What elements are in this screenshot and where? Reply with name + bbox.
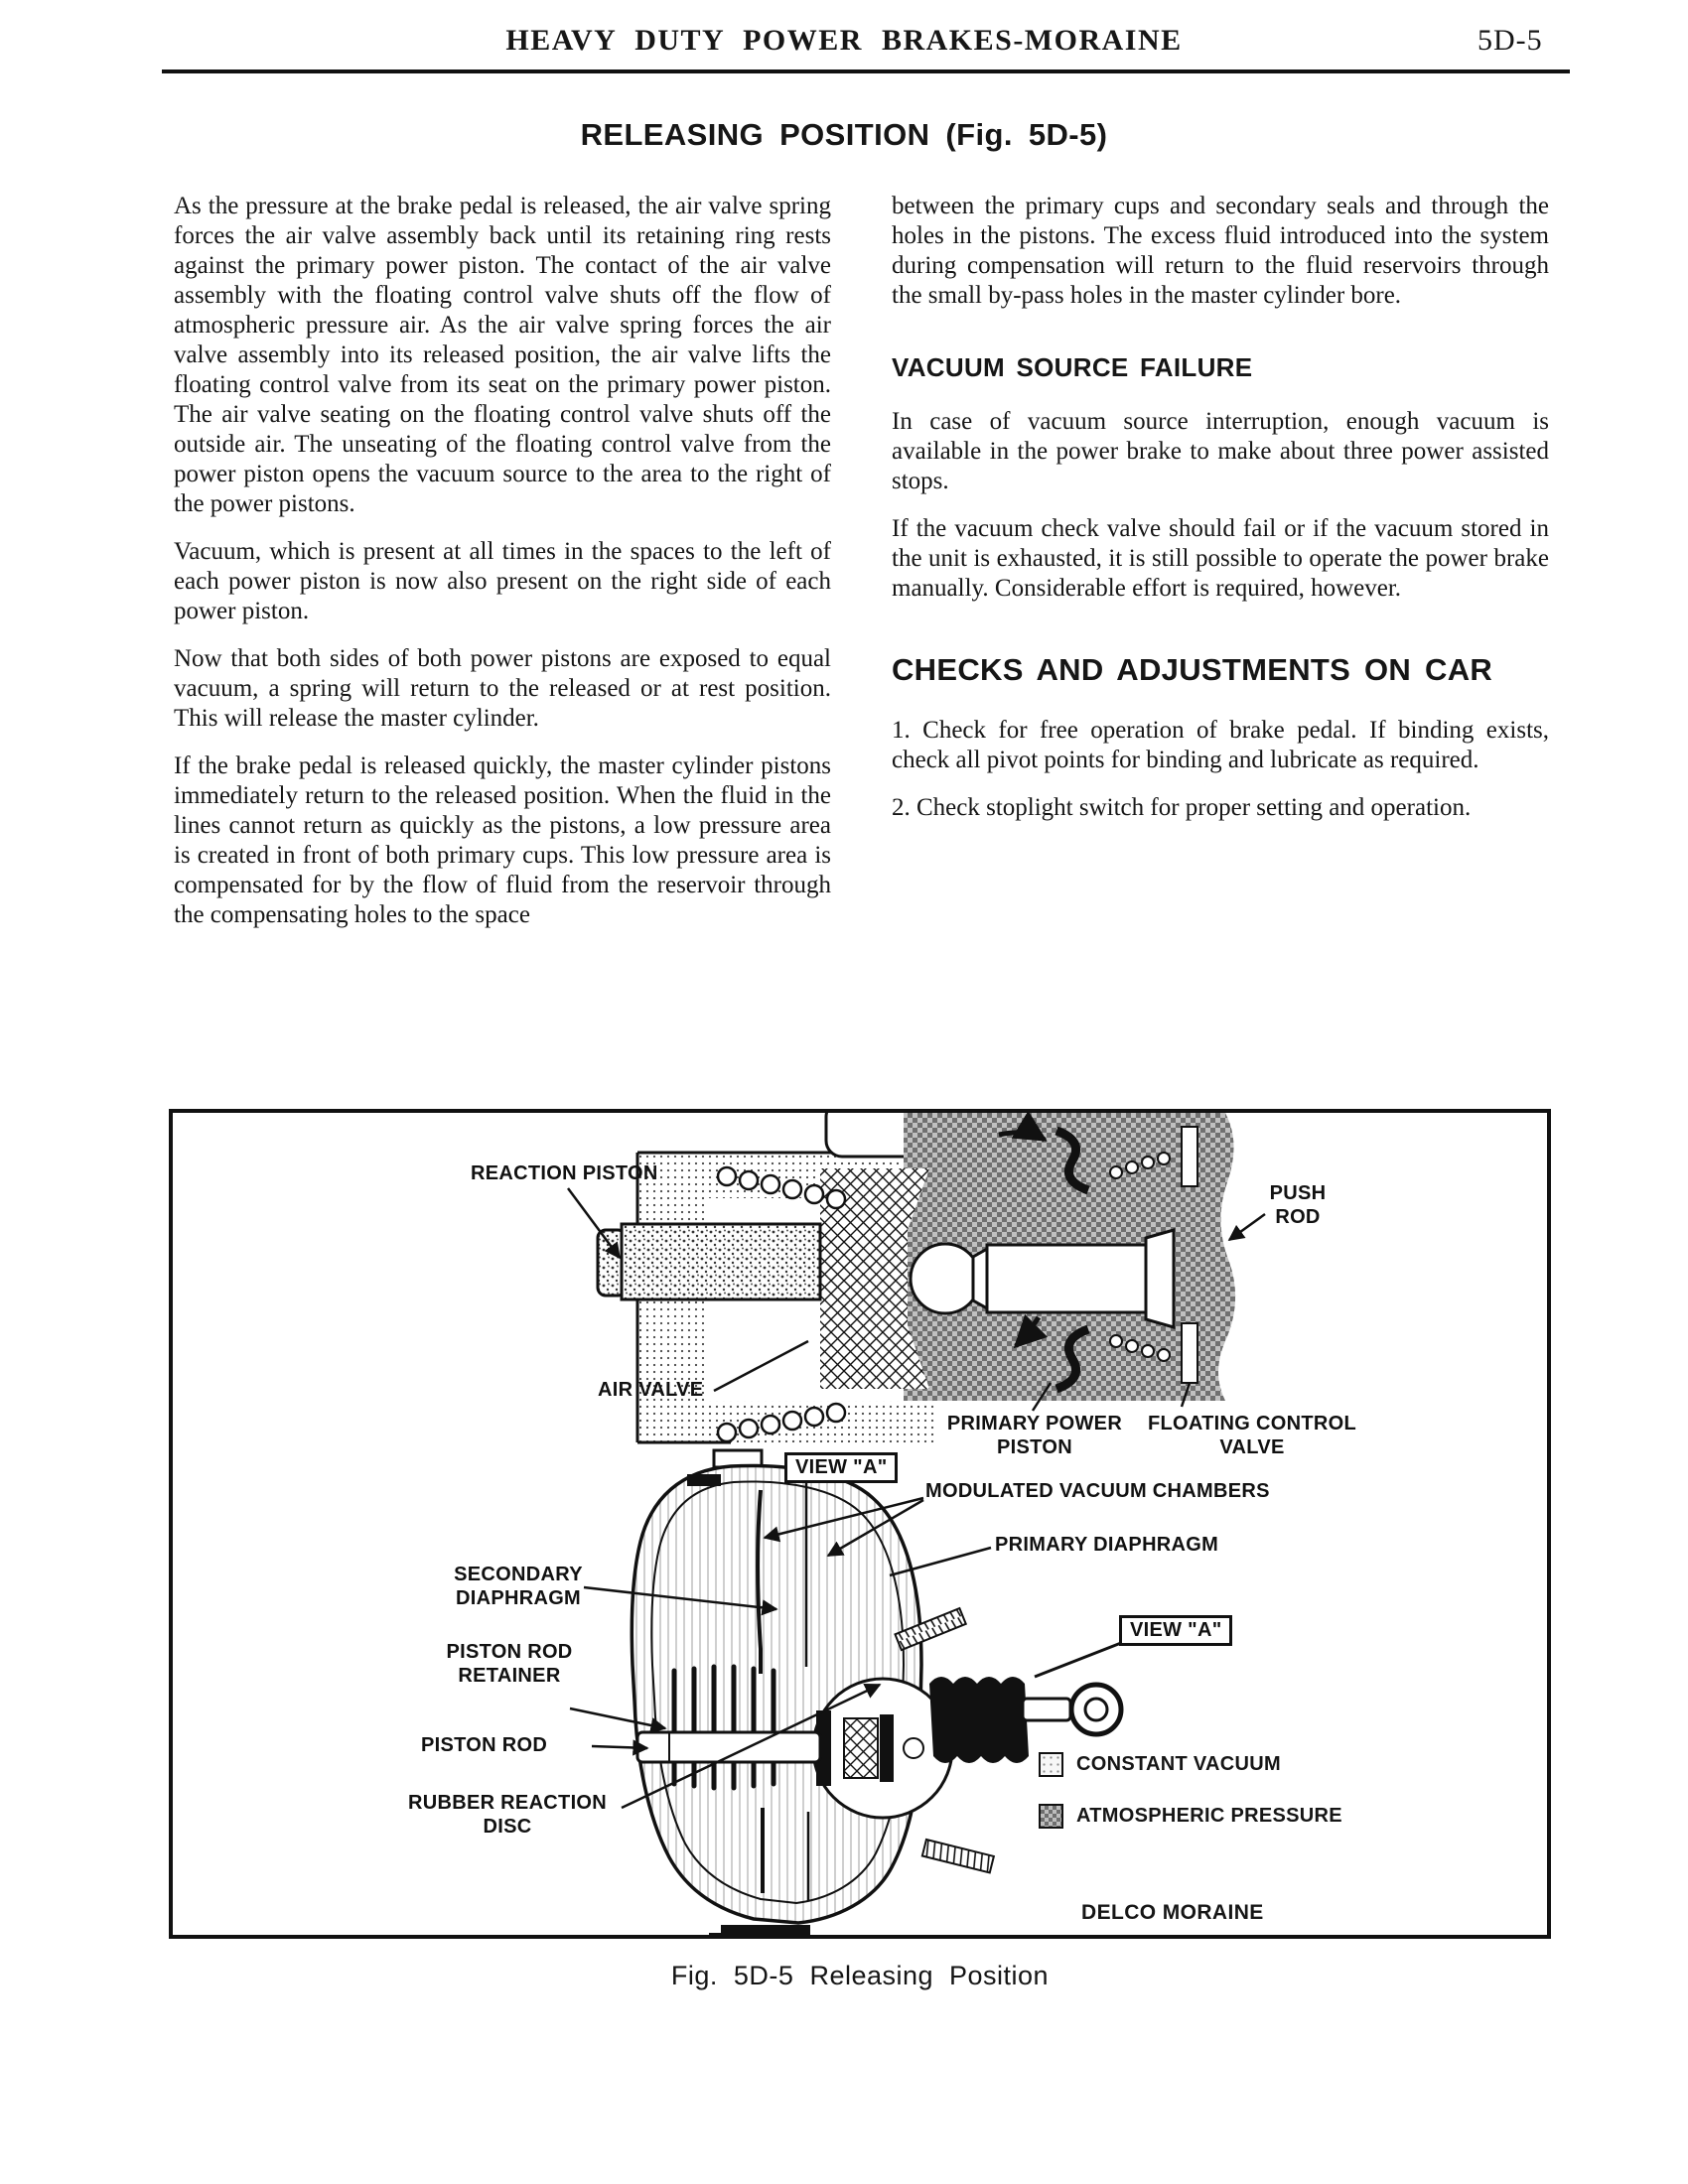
primary-diaphragm-part — [804, 1482, 810, 1901]
section-title: RELEASING POSITION (Fig. 5D-5) — [580, 117, 1108, 152]
label-push-rod: PUSH ROD — [1269, 1182, 1327, 1228]
constant-vacuum-swatch — [1039, 1752, 1063, 1777]
leader-lines-upper — [566, 1187, 1266, 1412]
push-rod-shaft — [985, 1243, 1148, 1314]
paragraph: In case of vacuum source interruption, e… — [892, 408, 1549, 494]
heading-vacuum-source-failure: VACUUM SOURCE FAILURE — [892, 352, 1253, 382]
brake-booster-diagram — [566, 1113, 1266, 1935]
label-reaction-piston: REACTION PISTON — [471, 1162, 658, 1184]
paragraph: As the pressure at the brake pedal is re… — [174, 193, 831, 517]
air-flow-arrow-bottom — [1013, 1313, 1049, 1349]
valve-springs-small — [1109, 1152, 1171, 1362]
legend-label: ATMOSPHERIC PRESSURE — [1076, 1805, 1342, 1827]
heading-checks-adjustments: CHECKS AND ADJUSTMENTS ON CAR — [892, 652, 1493, 687]
paragraph: If the vacuum check valve should fail or… — [892, 515, 1549, 602]
header-rule — [162, 69, 1570, 73]
label-piston-rod-retainer: PISTON ROD RETAINER — [446, 1641, 573, 1687]
mounting-stud-upper — [894, 1606, 968, 1652]
paragraph: 2. Check stoplight switch for proper set… — [892, 793, 1472, 821]
label-primary-diaphragm: PRIMARY DIAPHRAGM — [995, 1534, 1219, 1556]
label-view-a-top: VIEW "A" — [784, 1452, 899, 1483]
figure-caption: Fig. 5D-5 Releasing Position — [670, 1961, 1050, 1990]
air-valve-springs — [716, 1165, 847, 1443]
label-modulated-vacuum-chambers: MODULATED VACUUM CHAMBERS — [925, 1480, 1270, 1502]
piston-rod-retainer-part — [816, 1710, 831, 1786]
leader-lines-lower — [569, 1496, 1122, 1810]
label-piston-rod: PISTON ROD — [421, 1734, 548, 1756]
label-air-valve: AIR VALVE — [598, 1379, 704, 1401]
upper-cross-section — [596, 1113, 1236, 1444]
paragraph: If the brake pedal is released quickly, … — [174, 752, 831, 928]
push-rod-ball — [909, 1242, 982, 1315]
air-valve-assembly — [820, 1168, 929, 1389]
paragraph: 1. Check for free operation of brake ped… — [892, 716, 1549, 773]
label-floating-control-valve: FLOATING CONTROL VALVE — [1148, 1413, 1356, 1458]
rubber-reaction-disc-part — [843, 1717, 879, 1779]
label-rubber-reaction-disc: RUBBER REACTION DISC — [407, 1792, 608, 1838]
paragraph: Now that both sides of both power piston… — [174, 645, 831, 732]
floating-control-valve-seal-bottom — [1055, 1324, 1090, 1394]
boot-bellows — [929, 1677, 1029, 1763]
left-column: As the pressure at the brake pedal is re… — [174, 192, 831, 948]
return-spring-fins — [671, 1664, 776, 1791]
figure-5d5: REACTION PISTON PUSH ROD AIR VALVE VIEW … — [169, 1109, 1551, 1939]
label-view-a-bottom: VIEW "A" — [1119, 1615, 1233, 1646]
reaction-piston-part — [620, 1222, 822, 1301]
floating-control-valve-seal-top — [1055, 1126, 1090, 1195]
paragraph: between the primary cups and secondary s… — [892, 193, 1549, 309]
running-title: HEAVY DUTY POWER BRAKES-MORAINE — [505, 24, 1183, 57]
legend-atmospheric-pressure: ATMOSPHERIC PRESSURE — [1039, 1804, 1342, 1829]
secondary-diaphragm-part — [756, 1489, 765, 1893]
paragraph: Vacuum, which is present at all times in… — [174, 538, 831, 624]
label-secondary-diaphragm: SECONDARY DIAPHRAGM — [454, 1564, 583, 1609]
page-number: 5D-5 — [1477, 24, 1543, 57]
atmospheric-pressure-swatch — [1039, 1804, 1063, 1829]
brand-delco-moraine: DELCO MORAINE — [1081, 1901, 1264, 1924]
label-primary-power-piston: PRIMARY POWER PISTON — [946, 1413, 1123, 1458]
legend-label: CONSTANT VACUUM — [1076, 1753, 1281, 1775]
booster-cross-section — [630, 1448, 1124, 1935]
air-flow-arrow-top — [998, 1113, 1048, 1143]
legend-constant-vacuum: CONSTANT VACUUM — [1039, 1752, 1281, 1777]
mounting-stud-lower — [920, 1838, 996, 1874]
right-column: between the primary cups and secondary s… — [892, 192, 1549, 841]
